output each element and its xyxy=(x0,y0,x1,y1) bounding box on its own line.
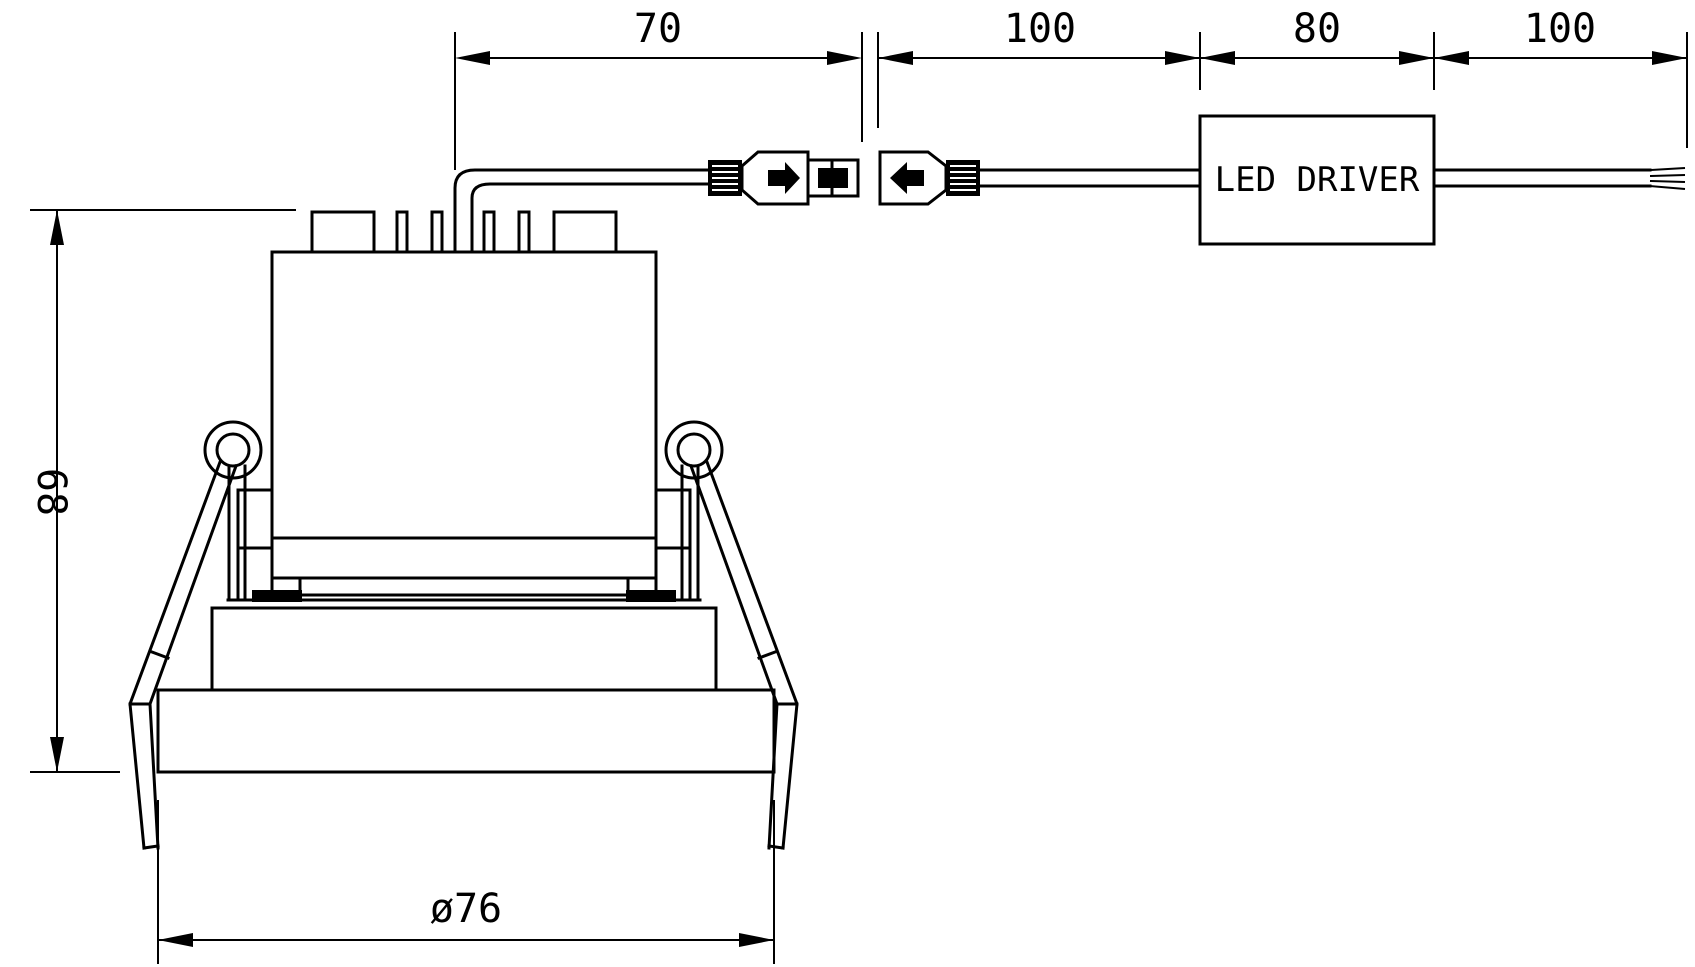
dimension-label-68: 68 xyxy=(28,468,74,516)
spring-clip-right xyxy=(664,420,799,850)
top-dimension-chain: 70 100 80 100 xyxy=(454,6,1688,170)
dimension-label-100-first: 100 xyxy=(1004,6,1076,52)
female-connector xyxy=(878,150,980,206)
arrow-left-icon xyxy=(890,162,924,194)
dimension-100-first: 100 xyxy=(878,6,1200,65)
dimension-label-80: 80 xyxy=(1293,6,1341,52)
wiring-assembly: LED DRIVER xyxy=(453,114,1686,250)
led-driver-label: LED DRIVER xyxy=(1215,160,1420,200)
dimension-label-70: 70 xyxy=(634,6,682,52)
dimension-diameter-76: ø76 xyxy=(157,800,775,964)
dimension-70: 70 xyxy=(455,6,862,65)
dimension-80: 80 xyxy=(1200,6,1434,65)
dimension-label-100-second: 100 xyxy=(1524,6,1596,52)
stripped-wire-ends xyxy=(1649,167,1686,190)
dimension-68: 68 xyxy=(28,209,296,773)
arrow-right-icon xyxy=(768,162,800,194)
male-connector xyxy=(708,150,860,206)
lamp-cable xyxy=(453,168,712,250)
dimension-100-second: 100 xyxy=(1434,6,1687,65)
dimension-label-diameter: ø76 xyxy=(430,886,502,932)
led-driver-box: LED DRIVER xyxy=(1198,114,1436,246)
spring-clip-left xyxy=(128,420,263,850)
